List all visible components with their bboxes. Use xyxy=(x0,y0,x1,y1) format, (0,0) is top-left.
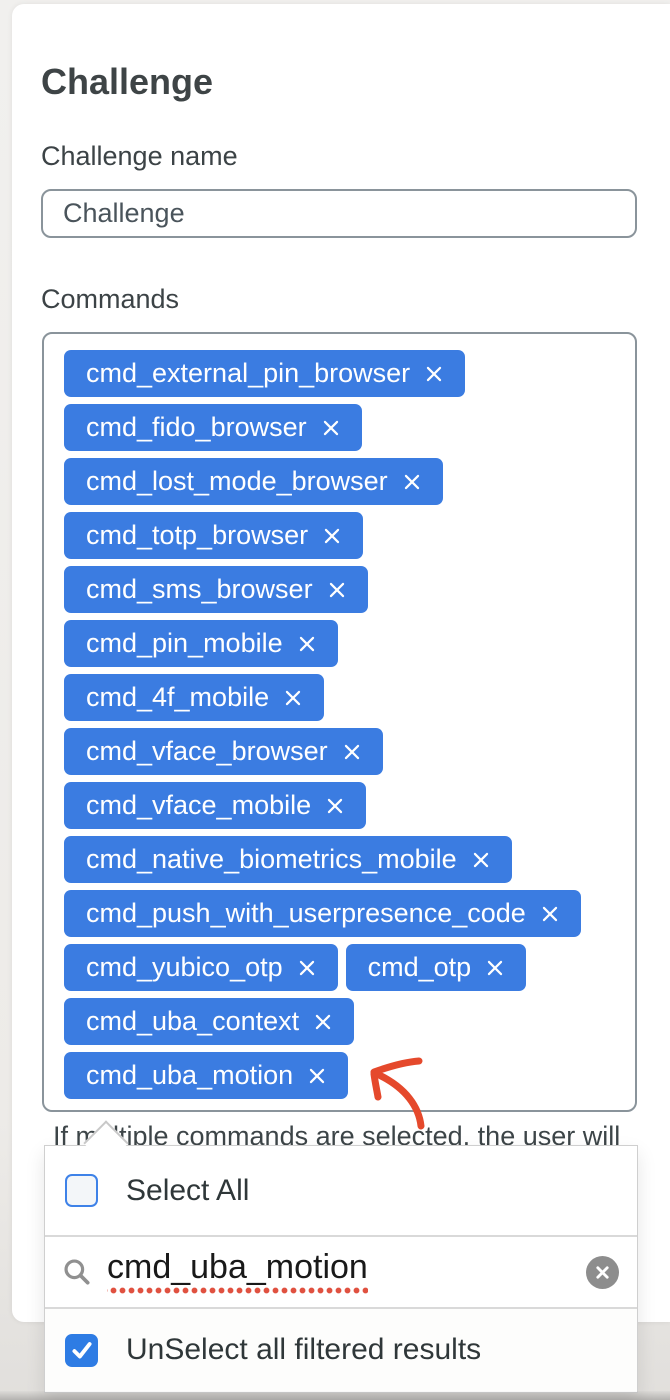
select-all-checkbox[interactable] xyxy=(65,1174,98,1207)
selected-command-tag[interactable]: cmd_uba_context xyxy=(64,998,355,1045)
tag-row: cmd_vface_mobile xyxy=(64,782,627,836)
search-input[interactable]: cmd_uba_motion xyxy=(107,1250,368,1294)
unselect-filtered-option[interactable]: UnSelect all filtered results xyxy=(45,1307,637,1391)
tag-row: cmd_totp_browser xyxy=(64,512,627,566)
page-title: Challenge xyxy=(41,61,214,103)
selected-command-tag[interactable]: cmd_fido_browser xyxy=(64,404,362,451)
tag-label: cmd_uba_context xyxy=(86,1006,300,1036)
tag-label: cmd_push_with_userpresence_code xyxy=(86,898,526,928)
tag-row: cmd_lost_mode_browser xyxy=(64,458,627,512)
selected-command-tag[interactable]: cmd_native_biometrics_mobile xyxy=(64,836,512,883)
remove-tag-icon[interactable] xyxy=(484,957,506,979)
challenge-name-input[interactable]: Challenge xyxy=(41,189,637,238)
tag-row: cmd_pin_mobile xyxy=(64,620,627,674)
tag-label: cmd_native_biometrics_mobile xyxy=(86,844,457,874)
selected-command-tag[interactable]: cmd_4f_mobile xyxy=(64,674,325,721)
tag-label: cmd_pin_mobile xyxy=(86,628,283,658)
remove-tag-icon[interactable] xyxy=(296,957,318,979)
selected-command-tag[interactable]: cmd_external_pin_browser xyxy=(64,350,466,397)
bottom-edge-shading xyxy=(0,1391,670,1400)
clear-search-button[interactable] xyxy=(586,1255,619,1289)
remove-tag-icon[interactable] xyxy=(320,417,342,439)
remove-tag-icon[interactable] xyxy=(326,579,348,601)
remove-tag-icon[interactable] xyxy=(401,471,423,493)
tag-label: cmd_vface_mobile xyxy=(86,790,312,820)
selected-command-tag[interactable]: cmd_sms_browser xyxy=(64,566,368,613)
select-all-label: Select All xyxy=(126,1173,250,1207)
tag-row: cmd_push_with_userpresence_code xyxy=(64,890,627,944)
tag-label: cmd_vface_browser xyxy=(86,736,328,766)
selected-command-tag[interactable]: cmd_uba_motion xyxy=(64,1052,349,1099)
tag-label: cmd_uba_motion xyxy=(86,1060,294,1090)
remove-tag-icon[interactable] xyxy=(296,633,318,655)
tag-label: cmd_fido_browser xyxy=(86,412,307,442)
unselect-filtered-label: UnSelect all filtered results xyxy=(126,1333,482,1366)
selected-command-tag[interactable]: cmd_totp_browser xyxy=(64,512,364,559)
challenge-name-value: Challenge xyxy=(63,198,185,228)
remove-tag-icon[interactable] xyxy=(470,849,492,871)
tag-row: cmd_4f_mobile xyxy=(64,674,627,728)
commands-dropdown: Select All cmd_uba_motion UnSelect al xyxy=(44,1120,638,1393)
remove-tag-icon[interactable] xyxy=(306,1065,328,1087)
remove-tag-icon[interactable] xyxy=(539,903,561,925)
tag-row: cmd_uba_context xyxy=(64,998,627,1052)
unselect-filtered-checkbox[interactable] xyxy=(65,1333,98,1367)
commands-multiselect[interactable]: cmd_external_pin_browser cmd_fido_browser… xyxy=(42,332,637,1112)
tag-row: cmd_uba_motion xyxy=(64,1052,627,1106)
checkmark-icon xyxy=(71,1342,92,1359)
tag-label: cmd_sms_browser xyxy=(86,574,313,604)
annotation-arrow-icon xyxy=(370,1057,425,1130)
remove-tag-icon[interactable] xyxy=(312,1011,334,1033)
dropdown-search-row: cmd_uba_motion xyxy=(45,1235,637,1307)
select-all-option[interactable]: Select All xyxy=(45,1146,637,1235)
tag-label: cmd_totp_browser xyxy=(86,520,309,550)
tag-label: cmd_4f_mobile xyxy=(86,682,270,712)
search-icon xyxy=(64,1259,90,1285)
challenge-name-label: Challenge name xyxy=(41,141,238,171)
tag-row: cmd_native_biometrics_mobile xyxy=(64,836,627,890)
selected-command-tag[interactable]: cmd_vface_mobile xyxy=(64,782,367,829)
remove-tag-icon[interactable] xyxy=(324,795,346,817)
tag-label: cmd_lost_mode_browser xyxy=(86,466,388,496)
selected-command-tag[interactable]: cmd_lost_mode_browser xyxy=(64,458,443,505)
tag-row: cmd_sms_browser xyxy=(64,566,627,620)
selected-command-tag[interactable]: cmd_otp xyxy=(345,944,527,991)
remove-tag-icon[interactable] xyxy=(321,525,343,547)
tag-row: cmd_fido_browser xyxy=(64,404,627,458)
tag-row: cmd_yubico_otp cmd_otp xyxy=(64,944,627,998)
remove-tag-icon[interactable] xyxy=(341,741,363,763)
challenge-card: Challenge Challenge name Challenge Comma… xyxy=(12,4,670,1322)
selected-command-tag[interactable]: cmd_push_with_userpresence_code xyxy=(64,890,581,937)
clear-x-icon xyxy=(596,1265,609,1279)
tag-label: cmd_yubico_otp xyxy=(86,952,283,982)
selected-command-tag[interactable]: cmd_pin_mobile xyxy=(64,620,338,667)
selected-command-tag[interactable]: cmd_yubico_otp xyxy=(64,944,338,991)
remove-tag-icon[interactable] xyxy=(423,363,445,385)
tag-label: cmd_otp xyxy=(367,952,472,982)
selected-command-tag[interactable]: cmd_vface_browser xyxy=(64,728,383,775)
remove-tag-icon[interactable] xyxy=(282,687,304,709)
tag-label: cmd_external_pin_browser xyxy=(86,358,411,388)
commands-label: Commands xyxy=(41,284,180,314)
tag-row: cmd_vface_browser xyxy=(64,728,627,782)
tag-row: cmd_external_pin_browser xyxy=(64,350,627,404)
